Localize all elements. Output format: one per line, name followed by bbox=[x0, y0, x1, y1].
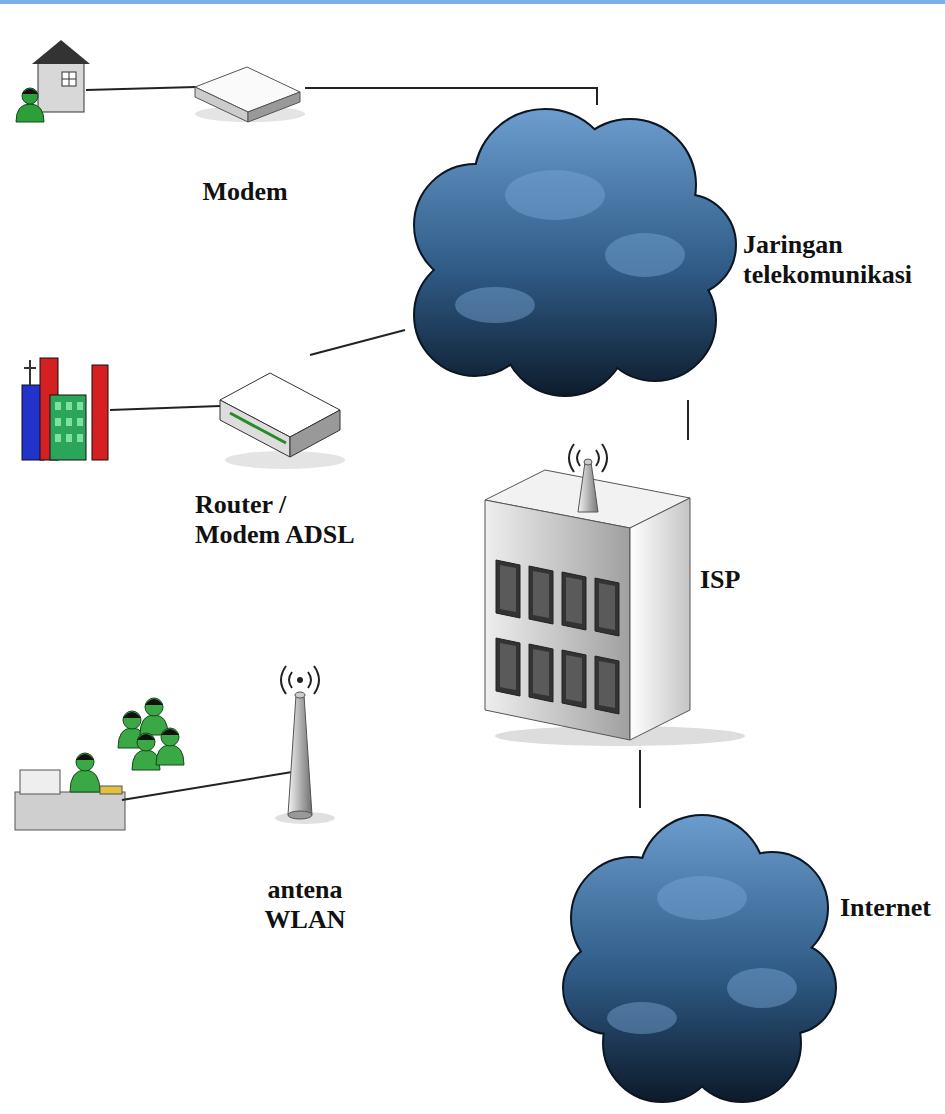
network-link bbox=[639, 750, 641, 808]
modem-device: Modem bbox=[185, 62, 305, 222]
wlan-antenna: antena WLAN bbox=[250, 650, 360, 980]
router-device: Router / Modem ADSL bbox=[190, 355, 395, 580]
network-cloud: Jaringan telekomunikasi bbox=[405, 105, 940, 400]
isp-building-shape bbox=[470, 440, 760, 750]
device-label: ISP bbox=[700, 565, 758, 595]
isp-building: ISP bbox=[470, 440, 760, 750]
network-cloud-shape bbox=[405, 105, 940, 400]
network-link bbox=[310, 330, 405, 355]
device-label: Internet bbox=[840, 893, 940, 923]
internet-cloud-shape bbox=[562, 808, 942, 1108]
wlan-wire bbox=[122, 772, 292, 800]
office-group-icon bbox=[15, 698, 184, 830]
city-wire bbox=[110, 406, 220, 410]
internet-cloud: Internet bbox=[562, 808, 942, 1108]
top-bar bbox=[0, 0, 945, 4]
city-icon bbox=[22, 358, 108, 460]
device-label: Router / Modem ADSL bbox=[195, 490, 370, 550]
house-icon bbox=[16, 40, 90, 122]
device-label: Modem bbox=[185, 177, 305, 207]
device-label: antena WLAN bbox=[250, 875, 360, 935]
network-link bbox=[305, 88, 597, 105]
network-link bbox=[687, 400, 689, 440]
device-label: Jaringan telekomunikasi bbox=[743, 230, 938, 290]
house-wire bbox=[86, 87, 196, 90]
